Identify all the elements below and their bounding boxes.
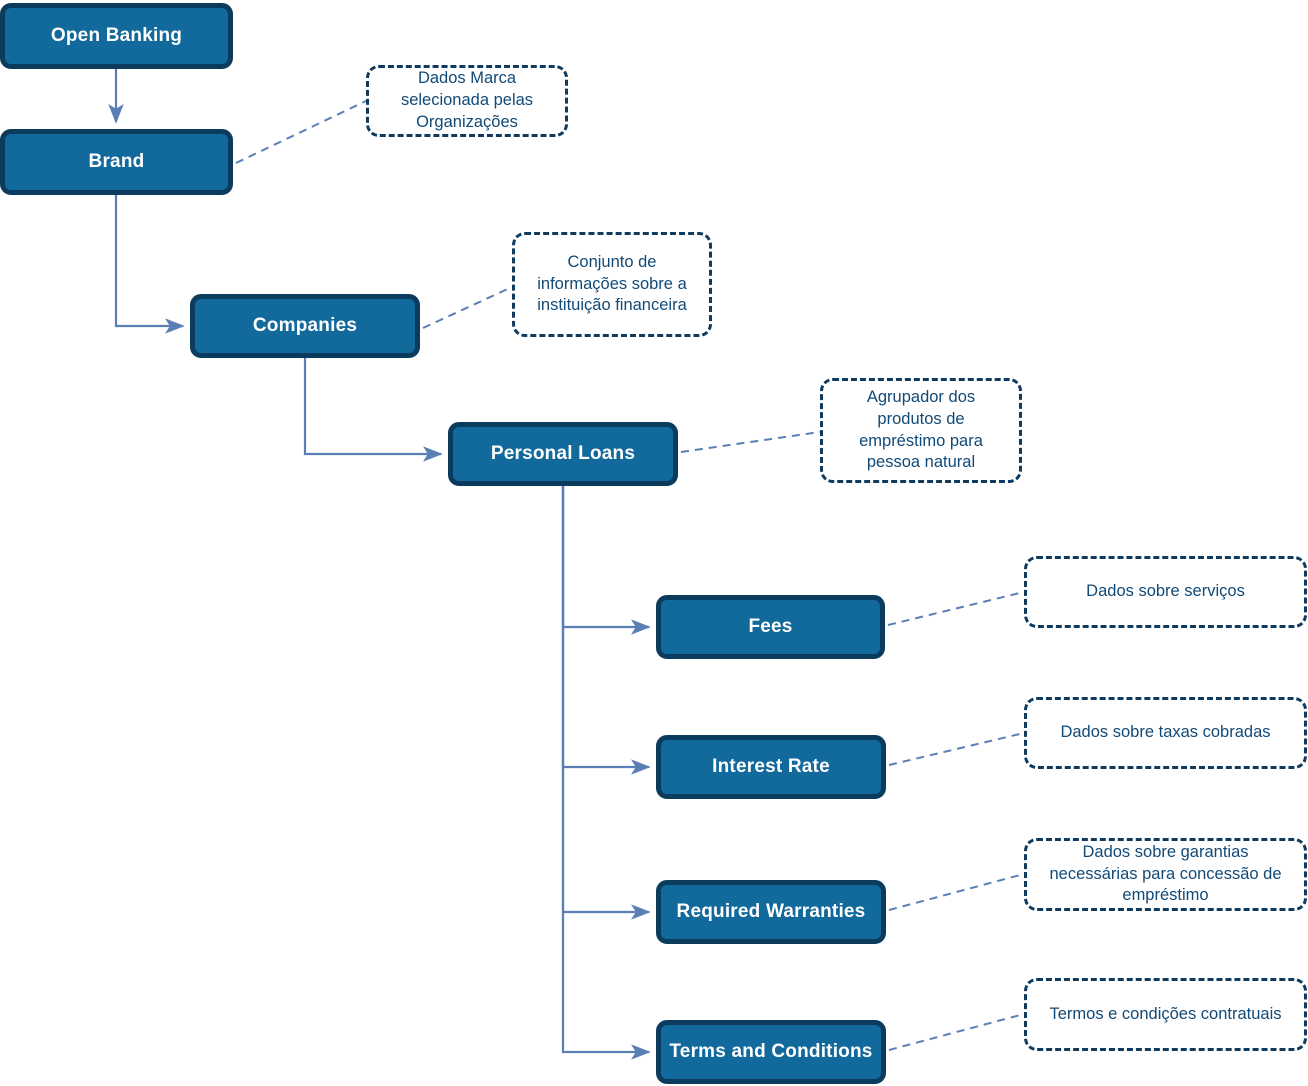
node-personal-loans[interactable]: Personal Loans	[448, 422, 678, 486]
node-terms-and-conditions[interactable]: Terms and Conditions	[656, 1020, 886, 1084]
leader-interest-note	[888, 732, 1025, 766]
node-required-warranties-label: Required Warranties	[676, 901, 866, 923]
node-brand-label: Brand	[88, 151, 145, 173]
node-brand[interactable]: Brand	[0, 129, 233, 195]
note-brand: Dados Marca selecionada pelas Organizaçõ…	[366, 65, 568, 137]
node-fees-label: Fees	[748, 616, 793, 638]
node-fees[interactable]: Fees	[656, 595, 885, 659]
leader-companies-note	[422, 286, 513, 329]
note-fees: Dados sobre serviços	[1024, 556, 1307, 628]
note-required-warranties: Dados sobre garantias necessárias para c…	[1024, 838, 1307, 911]
node-open-banking-label: Open Banking	[50, 25, 183, 47]
edge-brand-to-companies	[114, 195, 185, 334]
note-interest-rate: Dados sobre taxas cobradas	[1024, 697, 1307, 769]
edge-personal-loans-to-fees	[561, 486, 651, 635]
node-required-warranties[interactable]: Required Warranties	[656, 880, 886, 944]
note-brand-text: Dados Marca selecionada pelas Organizaçõ…	[400, 69, 534, 131]
leader-warranty-note	[888, 873, 1025, 911]
edge-companies-to-personal-loans	[303, 358, 443, 462]
node-interest-rate[interactable]: Interest Rate	[656, 735, 886, 799]
node-personal-loans-label: Personal Loans	[490, 443, 636, 465]
edge-personal-loans-to-interest-rate	[561, 486, 651, 775]
note-fees-text: Dados sobre serviços	[1086, 582, 1245, 601]
note-personal-loans-text: Agrupador dos produtos de empréstimo par…	[859, 387, 983, 472]
leader-terms-note	[888, 1013, 1025, 1051]
node-terms-and-conditions-label: Terms and Conditions	[669, 1041, 873, 1063]
note-terms-and-conditions-text: Termos e condições contratuais	[1049, 1004, 1282, 1023]
edge-personal-loans-to-required-warranties	[561, 486, 651, 920]
node-companies[interactable]: Companies	[190, 294, 420, 358]
leader-personal-loans-note	[680, 431, 821, 453]
note-interest-rate-text: Dados sobre taxas cobradas	[1060, 723, 1271, 742]
note-terms-and-conditions: Termos e condições contratuais	[1024, 978, 1307, 1051]
note-personal-loans: Agrupador dos produtos de empréstimo par…	[820, 378, 1022, 483]
edge-personal-loans-to-terms-conditions	[561, 486, 651, 1060]
leader-brand-note	[235, 100, 367, 164]
node-companies-label: Companies	[252, 315, 358, 337]
leader-fees-note	[887, 591, 1025, 626]
note-companies: Conjunto de informações sobre a institui…	[512, 232, 712, 337]
note-companies-text: Conjunto de informações sobre a institui…	[537, 252, 687, 315]
node-interest-rate-label: Interest Rate	[712, 756, 830, 778]
note-required-warranties-text: Dados sobre garantias necessárias para c…	[1049, 842, 1282, 905]
node-open-banking[interactable]: Open Banking	[0, 3, 233, 69]
